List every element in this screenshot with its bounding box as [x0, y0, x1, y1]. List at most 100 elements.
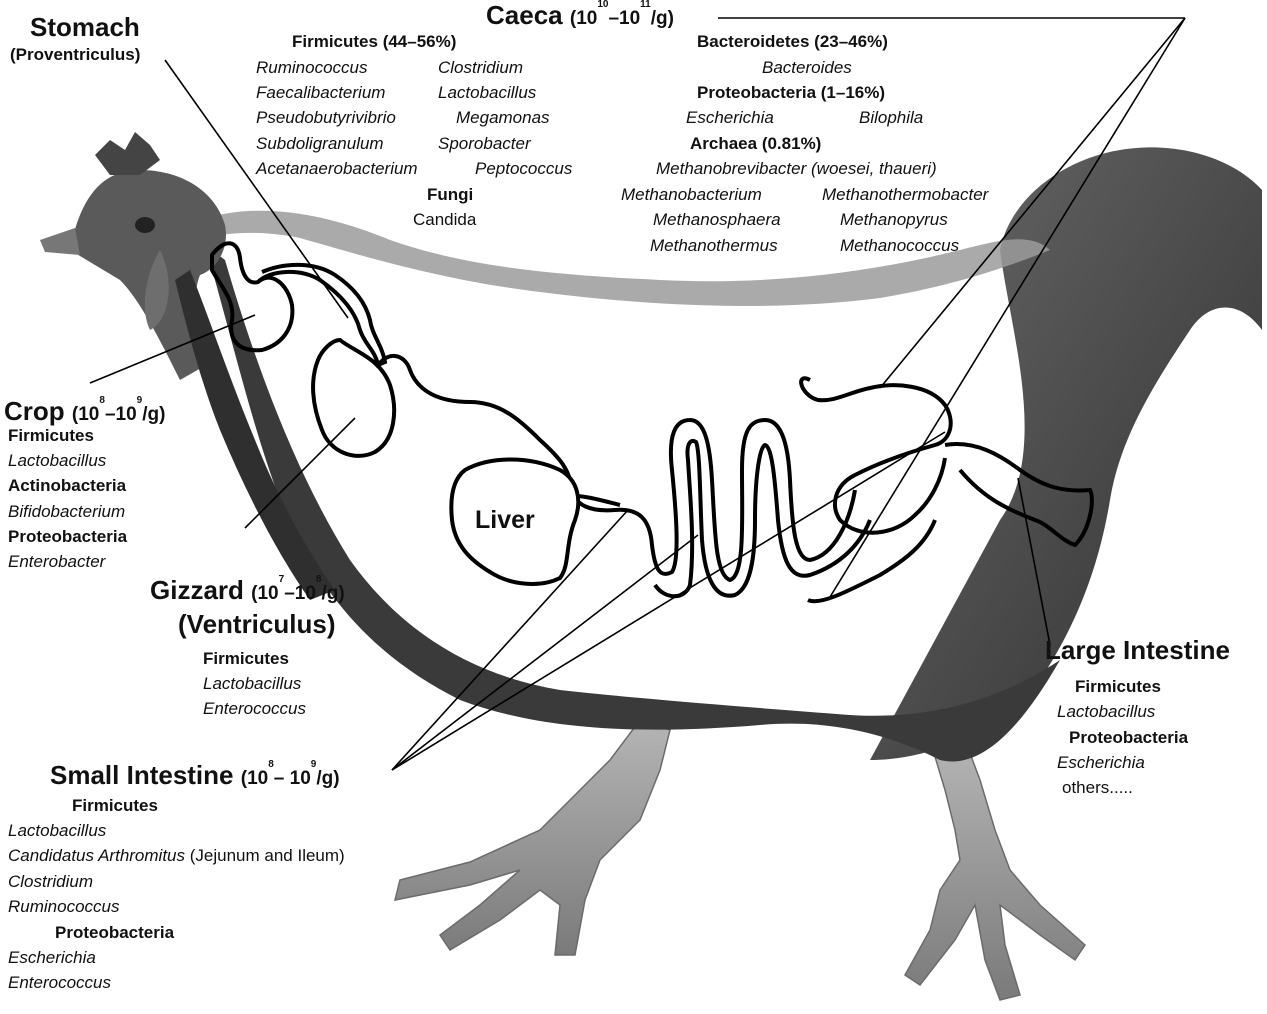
gizzard-count: (107–108/g)	[251, 574, 345, 604]
small-intestine-taxon: Ruminococcus	[8, 897, 120, 916]
caeca-genus: Clostridium	[438, 58, 524, 77]
crop-taxon: Firmicutes	[8, 426, 94, 445]
caeca-methanobrevibacter: Methanobrevibacter (woesei, thaueri)	[656, 160, 937, 177]
caeca-count: (1010–1011/g)	[569, 0, 674, 29]
body-back-feathers	[200, 210, 1050, 306]
head-and-neck	[40, 132, 226, 380]
caeca-genus: Acetanaerobacterium	[256, 159, 418, 178]
caeca-genus: Methanococcus	[840, 236, 960, 255]
crop-count-unit: /g)	[142, 404, 166, 425]
crop-count-hi-base: 10	[115, 404, 137, 425]
caeca-genus: Bacteroides	[762, 58, 852, 77]
crop-count-sep: –	[104, 404, 116, 425]
tail-feathers	[870, 147, 1262, 761]
gizzard-taxon: Lactobacillus	[203, 674, 302, 693]
gizzard-count-sep: –	[284, 583, 295, 604]
small-intestine-title: Small Intestine (108– 109/g)	[50, 759, 340, 790]
breast-feathers	[205, 245, 1060, 762]
gizzard-taxon: Firmicutes	[203, 649, 289, 668]
crop-count-lo-base: 10	[78, 404, 100, 425]
caeca-genus: Sporobacter	[438, 134, 531, 153]
gizzard-count-hi-exp: 8	[315, 574, 322, 585]
liver-outline	[449, 457, 581, 586]
gizzard-title: Gizzard (107–108/g)	[150, 574, 345, 605]
caeca-count-unit: /g)	[650, 8, 674, 29]
small-intestine-taxon: Clostridium	[8, 872, 94, 891]
crop-taxon: Bifidobacterium	[8, 502, 126, 521]
caeca-genus: Methanothermobacter	[822, 185, 989, 204]
large-intestine-taxon: Firmicutes	[1075, 677, 1161, 696]
caeca-count-lo-base: 10	[576, 8, 598, 29]
caeca-count-sep: –	[608, 8, 620, 29]
crop-outline	[210, 241, 295, 353]
crop-taxon: Proteobacteria	[8, 527, 128, 546]
large-intestine-taxon: Lactobacillus	[1057, 702, 1156, 721]
liver-label: Liver	[475, 506, 535, 534]
small-intestine-taxon: Escherichia	[8, 948, 96, 967]
small-intestine-taxon: Enterococcus	[8, 973, 111, 992]
caeca-genus: Faecalibacterium	[256, 83, 386, 102]
caeca-archaea-heading: Archaea (0.81%)	[690, 134, 822, 153]
caeca-genus: Bilophila	[859, 108, 924, 127]
small-intestine-taxon-note: (Jejunum and Ileum)	[189, 846, 345, 865]
caeca-genus: Ruminococcus	[256, 58, 368, 77]
caeca-title: Caeca (1010–1011/g)	[486, 0, 674, 29]
crop-count-hi-exp: 9	[136, 395, 143, 406]
large-intestine-taxon: Escherichia	[1057, 753, 1145, 772]
caeca-genus: Methanopyrus	[840, 210, 948, 229]
caeca-count-lo-exp: 10	[597, 0, 609, 10]
crop-count: (108–109/g)	[71, 395, 166, 425]
gizzard-taxon: Enterococcus	[203, 699, 306, 718]
crop-title: Crop (108–109/g)	[4, 395, 166, 426]
caeca-outline	[799, 376, 953, 604]
small-intestine-count: (108– 109/g)	[240, 759, 340, 789]
crop-taxon: Enterobacter	[8, 552, 106, 571]
small-intestine-count-lo-exp: 8	[268, 759, 274, 770]
small-intestine-count-hi-base: 10	[289, 768, 311, 789]
caeca-genus: Peptococcus	[475, 159, 573, 178]
caeca-genus: Subdoligranulum	[256, 134, 384, 153]
caeca-genus: Lactobacillus	[438, 83, 537, 102]
caeca-firmicutes-heading: Firmicutes (44–56%)	[292, 32, 457, 51]
caeca-genus: Pseudobutyrivibrio	[256, 108, 396, 127]
caeca-count-hi-base: 10	[619, 8, 641, 29]
caeca-bacteroidetes-heading: Bacteroidetes (23–46%)	[697, 32, 888, 51]
neck-feathers	[175, 270, 335, 600]
gizzard-count-unit: /g)	[321, 583, 345, 604]
caeca-proteobacteria-heading: Proteobacteria (1–16%)	[697, 83, 886, 102]
crop-count-lo-exp: 8	[99, 395, 105, 406]
large-intestine-taxon: Proteobacteria	[1069, 728, 1189, 747]
caeca-genus: Methanosphaera	[653, 210, 781, 229]
caeca-fungi-heading: Fungi	[427, 185, 474, 204]
stomach-subtitle: (Proventriculus)	[10, 45, 141, 64]
caeca-count-hi-exp: 11	[640, 0, 651, 10]
caeca-genus: Methanobacterium	[621, 185, 762, 204]
large-intestine-title: Large Intestine	[1045, 635, 1230, 665]
small-intestine-taxon: Proteobacteria	[55, 923, 175, 942]
crop-taxon: Lactobacillus	[8, 451, 107, 470]
small-intestine-count-hi-exp: 9	[310, 759, 317, 770]
large-intestine-outline	[944, 442, 1094, 548]
gizzard-subtitle: (Ventriculus)	[178, 609, 336, 639]
small-intestine-count-unit: /g)	[316, 768, 340, 789]
caeca-genus: Methanobrevibacter	[656, 159, 807, 178]
crop-title-text: Crop	[4, 396, 65, 426]
duodenum-loop	[376, 354, 857, 583]
caeca-genus: Methanothermus	[650, 236, 778, 255]
small-intestine-taxon: Candidatus Arthromitus	[8, 846, 186, 865]
gizzard-count-lo-base: 10	[257, 583, 279, 604]
caeca-genus: Escherichia	[686, 108, 774, 127]
gizzard-outline	[311, 337, 397, 458]
crop-taxon: Actinobacteria	[8, 476, 127, 495]
small-intestine-count-lo-base: 10	[247, 768, 269, 789]
stomach-title: Stomach	[30, 12, 140, 42]
caeca-methanobrevibacter-species: (woesei, thaueri)	[811, 159, 937, 178]
gizzard-count-lo-exp: 7	[278, 574, 285, 585]
gizzard-title-text: Gizzard	[150, 575, 244, 605]
legs	[393, 719, 1086, 1001]
small-intestine-taxon: Firmicutes	[72, 796, 158, 815]
small-intestine-title-text: Small Intestine	[50, 760, 234, 790]
gizzard-count-hi-base: 10	[294, 583, 316, 604]
